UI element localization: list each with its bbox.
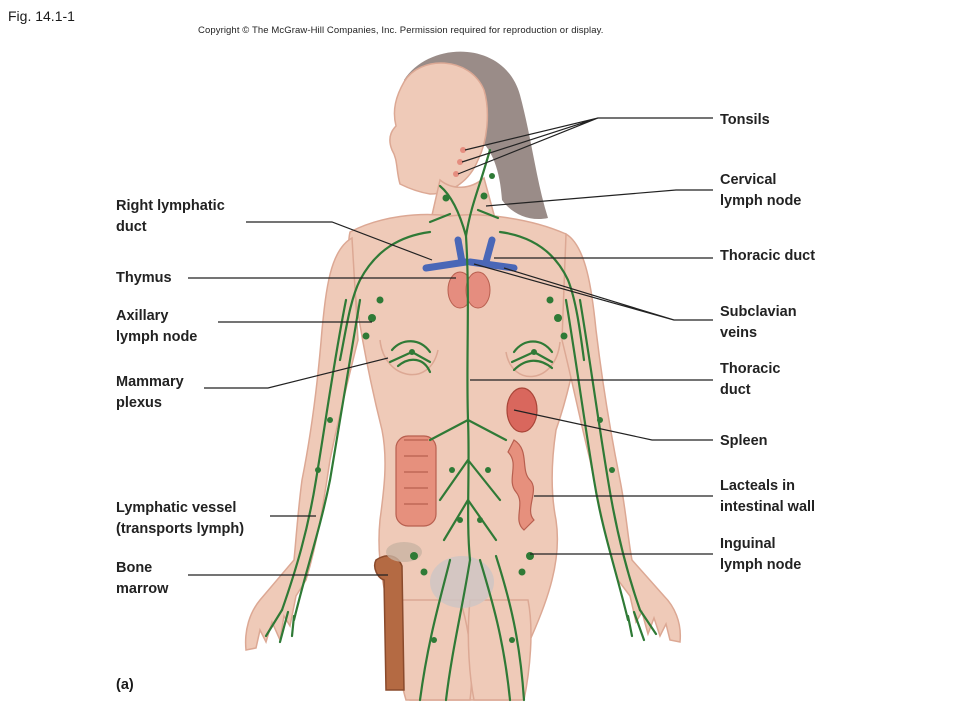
leader-cervical	[485, 189, 713, 207]
tonsils	[453, 147, 466, 177]
femur-bone-marrow	[373, 555, 405, 691]
body-silhouette	[244, 62, 682, 701]
leader-spleen	[513, 409, 713, 441]
pubic-region	[430, 556, 494, 608]
breasts	[379, 339, 561, 378]
large-intestine	[395, 435, 437, 527]
panel-label: (a)	[116, 677, 134, 693]
label-thoracic-duct-upper: Thoracic duct	[720, 248, 816, 264]
label-thymus: Thymus	[116, 270, 172, 286]
spleen	[506, 387, 538, 433]
leader-right-lymphatic-duct	[246, 221, 433, 261]
lymph-nodes	[315, 173, 615, 643]
lymphatic-vessels	[264, 148, 658, 702]
leader-subclavian	[473, 263, 713, 321]
copyright-notice: Copyright © The McGraw-Hill Companies, I…	[198, 25, 604, 36]
label-lymphatic-vessel: Lymphatic vessel(transports lymph)	[116, 500, 245, 537]
figure-number: Fig. 14.1-1	[8, 8, 75, 24]
leader-lines	[188, 117, 713, 576]
label-spleen: Spleen	[720, 433, 768, 449]
leader-tonsils	[457, 117, 713, 175]
subclavian-veins	[422, 236, 518, 272]
leader-mammary	[204, 357, 389, 389]
small-intestine-lacteals	[507, 439, 535, 531]
label-tonsils: Tonsils	[720, 112, 770, 128]
thymus	[447, 271, 491, 309]
